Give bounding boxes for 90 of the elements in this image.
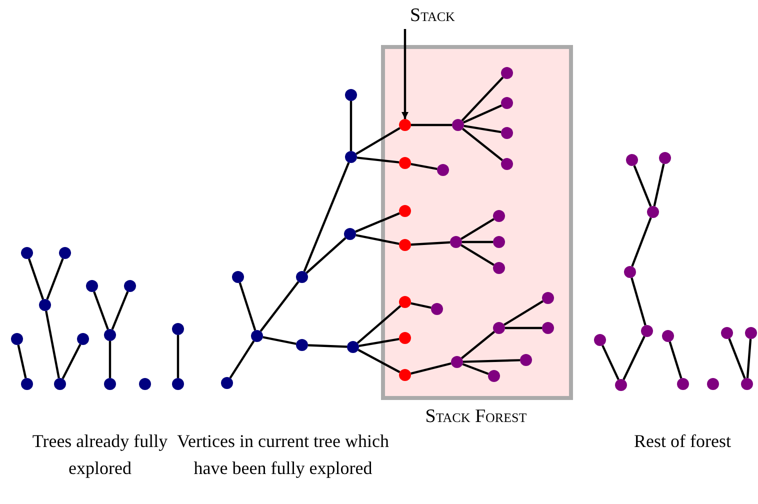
vertex-dot bbox=[139, 378, 151, 390]
tree-edge bbox=[303, 162, 350, 272]
vertex-dot bbox=[59, 247, 71, 259]
vertex-dot bbox=[54, 378, 66, 390]
tree-edge bbox=[410, 163, 438, 170]
tree-edge bbox=[308, 344, 348, 348]
caption-text: Rest of forest bbox=[633, 430, 732, 453]
tree-edge bbox=[463, 104, 502, 124]
vertex-dot bbox=[221, 377, 233, 389]
tree-edge bbox=[356, 234, 400, 245]
tree-edge bbox=[633, 165, 652, 207]
tree-edge bbox=[462, 240, 493, 244]
vertex-dot bbox=[347, 341, 359, 353]
vertex-dot bbox=[77, 333, 89, 345]
vertex-dot bbox=[296, 339, 308, 351]
tree-edge bbox=[746, 338, 752, 378]
vertex-dot bbox=[707, 378, 719, 390]
tree-edge bbox=[260, 281, 300, 332]
vertex-dot bbox=[21, 247, 33, 259]
vertex-dot bbox=[172, 323, 184, 335]
tree-edge bbox=[238, 282, 256, 331]
tree-edge bbox=[602, 344, 620, 380]
vertex-dot bbox=[124, 280, 136, 292]
tree-edge bbox=[460, 244, 494, 266]
tree-edge bbox=[350, 101, 352, 151]
tree-edge bbox=[111, 291, 129, 330]
tree-edge bbox=[45, 310, 60, 378]
vertex-dot bbox=[641, 325, 653, 337]
tree-edge bbox=[306, 237, 346, 274]
tree-edge bbox=[622, 336, 646, 380]
tree-edge bbox=[461, 76, 504, 122]
tree-edge bbox=[358, 348, 400, 374]
vertex-dot bbox=[615, 379, 627, 391]
vertex-dot bbox=[594, 334, 606, 346]
tree-edge bbox=[460, 218, 494, 240]
vertex-dot bbox=[345, 89, 357, 101]
vertex-dot bbox=[104, 329, 116, 341]
tree-edge bbox=[630, 277, 646, 326]
tree-edge bbox=[462, 128, 503, 162]
vertex-dot bbox=[745, 327, 757, 339]
vertex-dot bbox=[251, 330, 263, 342]
stack-label: Stack bbox=[398, 3, 488, 29]
tree-edge bbox=[410, 302, 432, 309]
panel-heading: Stack Forest bbox=[424, 406, 528, 428]
vertex-dot bbox=[172, 378, 184, 390]
vertex-dot bbox=[39, 299, 51, 311]
tree-edge bbox=[17, 344, 27, 378]
caption-text: Trees already fully explored bbox=[31, 430, 169, 480]
vertex-dot bbox=[659, 152, 671, 164]
vertex-dot bbox=[345, 151, 357, 163]
tree-edge bbox=[728, 338, 746, 379]
tree-edge bbox=[631, 217, 652, 267]
tree-edge bbox=[262, 336, 296, 345]
vertex-dot bbox=[741, 378, 753, 390]
caption-text: Vertices in current tree which have been fully explored bbox=[176, 430, 390, 480]
tree-edge bbox=[504, 300, 544, 326]
tree-edge bbox=[356, 305, 402, 344]
tree-edge bbox=[62, 344, 82, 380]
vertex-dot bbox=[647, 206, 659, 218]
vertex-dot bbox=[626, 154, 638, 166]
tree-edge bbox=[108, 341, 112, 378]
tree-edge bbox=[28, 258, 44, 300]
vertex-dot bbox=[104, 378, 116, 390]
vertex-dot bbox=[296, 271, 308, 283]
tree-edge bbox=[356, 127, 400, 155]
tree-edge bbox=[411, 124, 452, 126]
tree-edge bbox=[464, 124, 502, 134]
vertex-dot bbox=[624, 266, 636, 278]
vertex-dot bbox=[721, 327, 733, 339]
vertex-dot bbox=[21, 378, 33, 390]
vertex-dot bbox=[662, 330, 674, 342]
tree-edge bbox=[229, 340, 255, 379]
tree-edge bbox=[668, 341, 682, 379]
vertex-dot bbox=[677, 378, 689, 390]
tree-edge bbox=[46, 258, 64, 300]
tree-edge bbox=[93, 291, 109, 330]
tree-edge bbox=[460, 330, 496, 360]
tree-edge bbox=[653, 164, 665, 206]
vertex-dot bbox=[232, 271, 244, 283]
tree-edge bbox=[176, 335, 180, 378]
vertex-dot bbox=[86, 280, 98, 292]
arrow bbox=[402, 29, 408, 119]
vertex-dot bbox=[11, 333, 23, 345]
tree-edge bbox=[410, 362, 452, 375]
tree-edge bbox=[462, 363, 489, 375]
tree-edge bbox=[505, 326, 542, 330]
tree-edge bbox=[462, 359, 520, 363]
tree-edge bbox=[356, 156, 400, 164]
tree-edge bbox=[410, 241, 450, 246]
vertex-dot bbox=[344, 228, 356, 240]
